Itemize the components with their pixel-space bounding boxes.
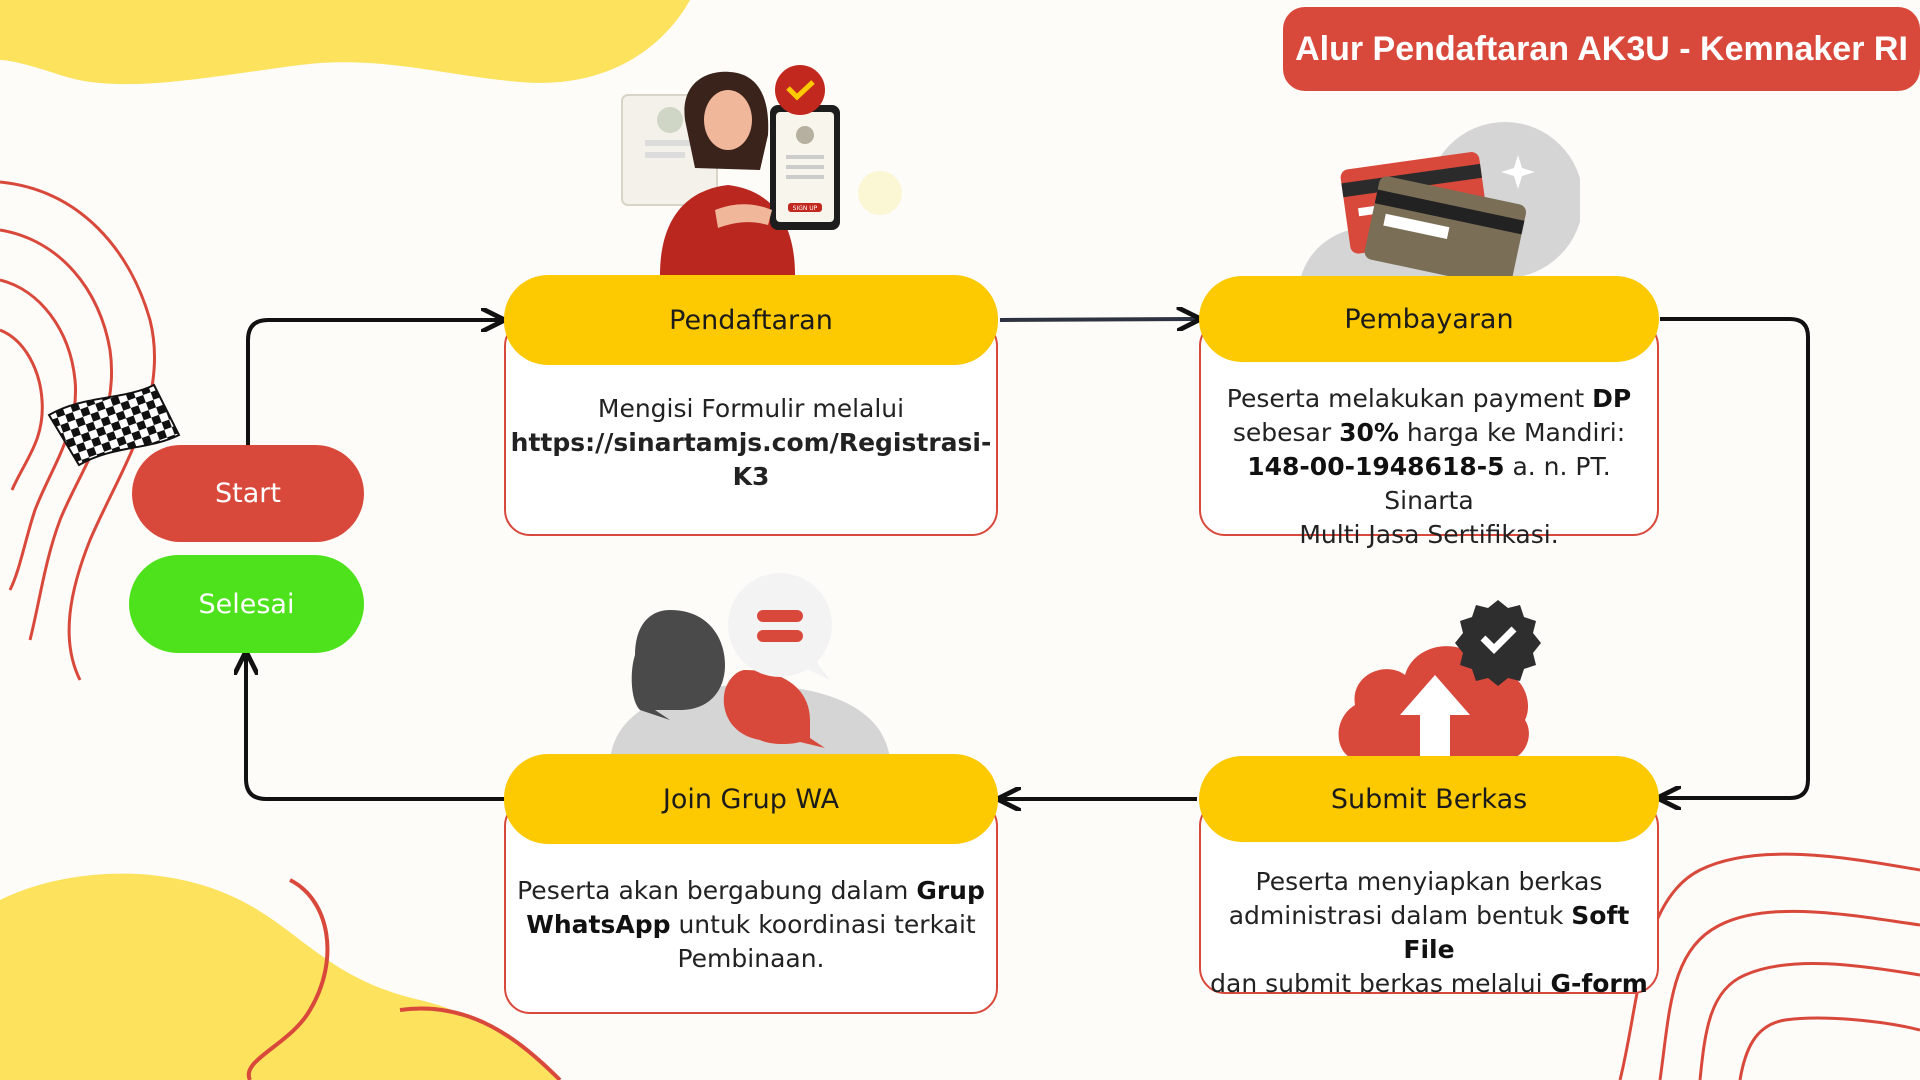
page-title: Alur Pendaftaran AK3U - Kemnaker RI	[1283, 7, 1920, 91]
percent-bold: 30%	[1339, 418, 1399, 447]
cloud-upload-icon	[1338, 600, 1541, 760]
account-number: 148-00-1948618-5	[1247, 452, 1505, 481]
finish-label: Selesai	[198, 588, 295, 620]
step-submit-title: Submit Berkas	[1199, 756, 1659, 842]
pembayaran-label: Pembayaran	[1344, 303, 1514, 335]
signup-label: SIGN UP	[793, 205, 818, 212]
submit-label: Submit Berkas	[1330, 783, 1528, 815]
step-pendaftaran-title: Pendaftaran	[504, 275, 998, 365]
step-pembayaran-title: Pembayaran	[1199, 276, 1659, 362]
chat-bubbles-icon	[610, 573, 890, 760]
finish-button[interactable]: Selesai	[129, 555, 364, 653]
start-button[interactable]: Start	[132, 445, 364, 542]
pembayaran-line-4: Multi Jasa Sertifikasi.	[1299, 520, 1559, 549]
soft-file-bold: Soft File	[1403, 901, 1630, 964]
pendaftaran-text: Mengisi Formulir melalui	[597, 394, 905, 423]
step-joinwa-title: Join Grup WA	[504, 754, 998, 844]
pendaftaran-label: Pendaftaran	[669, 304, 833, 336]
checkered-flag-icon	[47, 383, 181, 467]
dp-bold: DP	[1592, 384, 1632, 413]
start-label: Start	[215, 478, 281, 509]
submit-line-2: administrasi dalam bentuk Soft File	[1228, 901, 1630, 964]
joinwa-label: Join Grup WA	[662, 783, 840, 815]
joinwa-line-1: Peserta akan bergabung dalam Grup	[517, 876, 985, 905]
pembayaran-line-3: 148-00-1948618-5 a. n. PT. Sinarta	[1247, 452, 1611, 515]
pembayaran-line-1: Peserta melakukan payment DP	[1226, 384, 1632, 413]
credit-cards-icon	[1300, 122, 1580, 280]
pembayaran-line-2: sebesar 30% harga ke Mandiri:	[1232, 418, 1626, 447]
registration-link[interactable]: https://sinartamjs.com/Registrasi-K3	[510, 428, 992, 491]
joinwa-line-2: WhatsApp untuk koordinasi terkait	[526, 910, 976, 939]
submit-line-1: Peserta menyiapkan berkas	[1255, 867, 1603, 896]
tablet-signup-illustration: SIGN UP	[621, 65, 902, 275]
gform-bold: G-form	[1550, 969, 1648, 998]
submit-line-3: dan submit berkas melalui G-form	[1210, 969, 1648, 998]
whatsapp-bold: WhatsApp	[526, 910, 671, 939]
joinwa-line-3: Pembinaan.	[677, 944, 825, 973]
grup-bold: Grup	[916, 876, 985, 905]
